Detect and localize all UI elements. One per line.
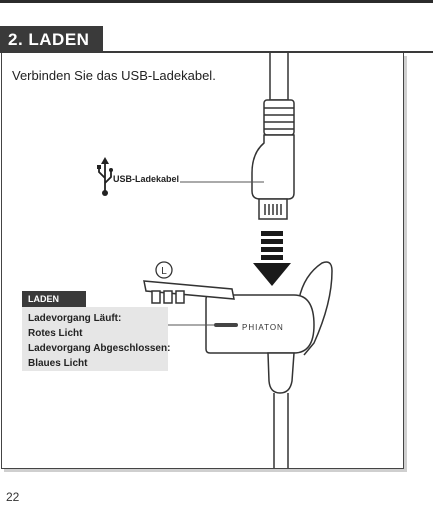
- instruction-text: Verbinden Sie das USB-Ladekabel.: [12, 68, 216, 83]
- micro-usb-plug: [258, 198, 288, 220]
- brand-label: PHIATON: [242, 323, 284, 332]
- usb-cable-label: USB-Ladekabel: [113, 174, 180, 184]
- section-rule: [0, 51, 433, 53]
- strain-relief: [263, 99, 295, 136]
- section-title: 2. LADEN: [0, 26, 104, 53]
- lower-cable: [267, 352, 295, 468]
- charging-status-box: Ladevorgang Läuft: Rotes Licht Ladevorga…: [22, 307, 171, 371]
- charging-tab: LADEN: [22, 291, 86, 307]
- earbud-clip: [143, 280, 235, 304]
- cable: [269, 53, 289, 101]
- illustration-panel: Verbinden Sie das USB-Ladekabel.: [1, 53, 404, 469]
- down-arrow-icon: [253, 231, 291, 286]
- page-number: 22: [6, 490, 20, 504]
- top-rule: [0, 0, 433, 3]
- charging-status-line: Blaues Licht: [28, 358, 88, 369]
- left-ear-icon: L: [155, 261, 173, 279]
- svg-text:L: L: [161, 266, 167, 277]
- usb-connector-body: [251, 134, 295, 200]
- charging-illustration: PHIATON L: [97, 53, 333, 468]
- usb-icon: [97, 157, 113, 196]
- charging-status-line: Ladevorgang Läuft:: [28, 313, 122, 324]
- earbud: PHIATON: [205, 294, 315, 354]
- charging-status-line: Ladevorgang Abgeschlossen:: [28, 343, 171, 354]
- charging-status-line: Rotes Licht: [28, 328, 83, 339]
